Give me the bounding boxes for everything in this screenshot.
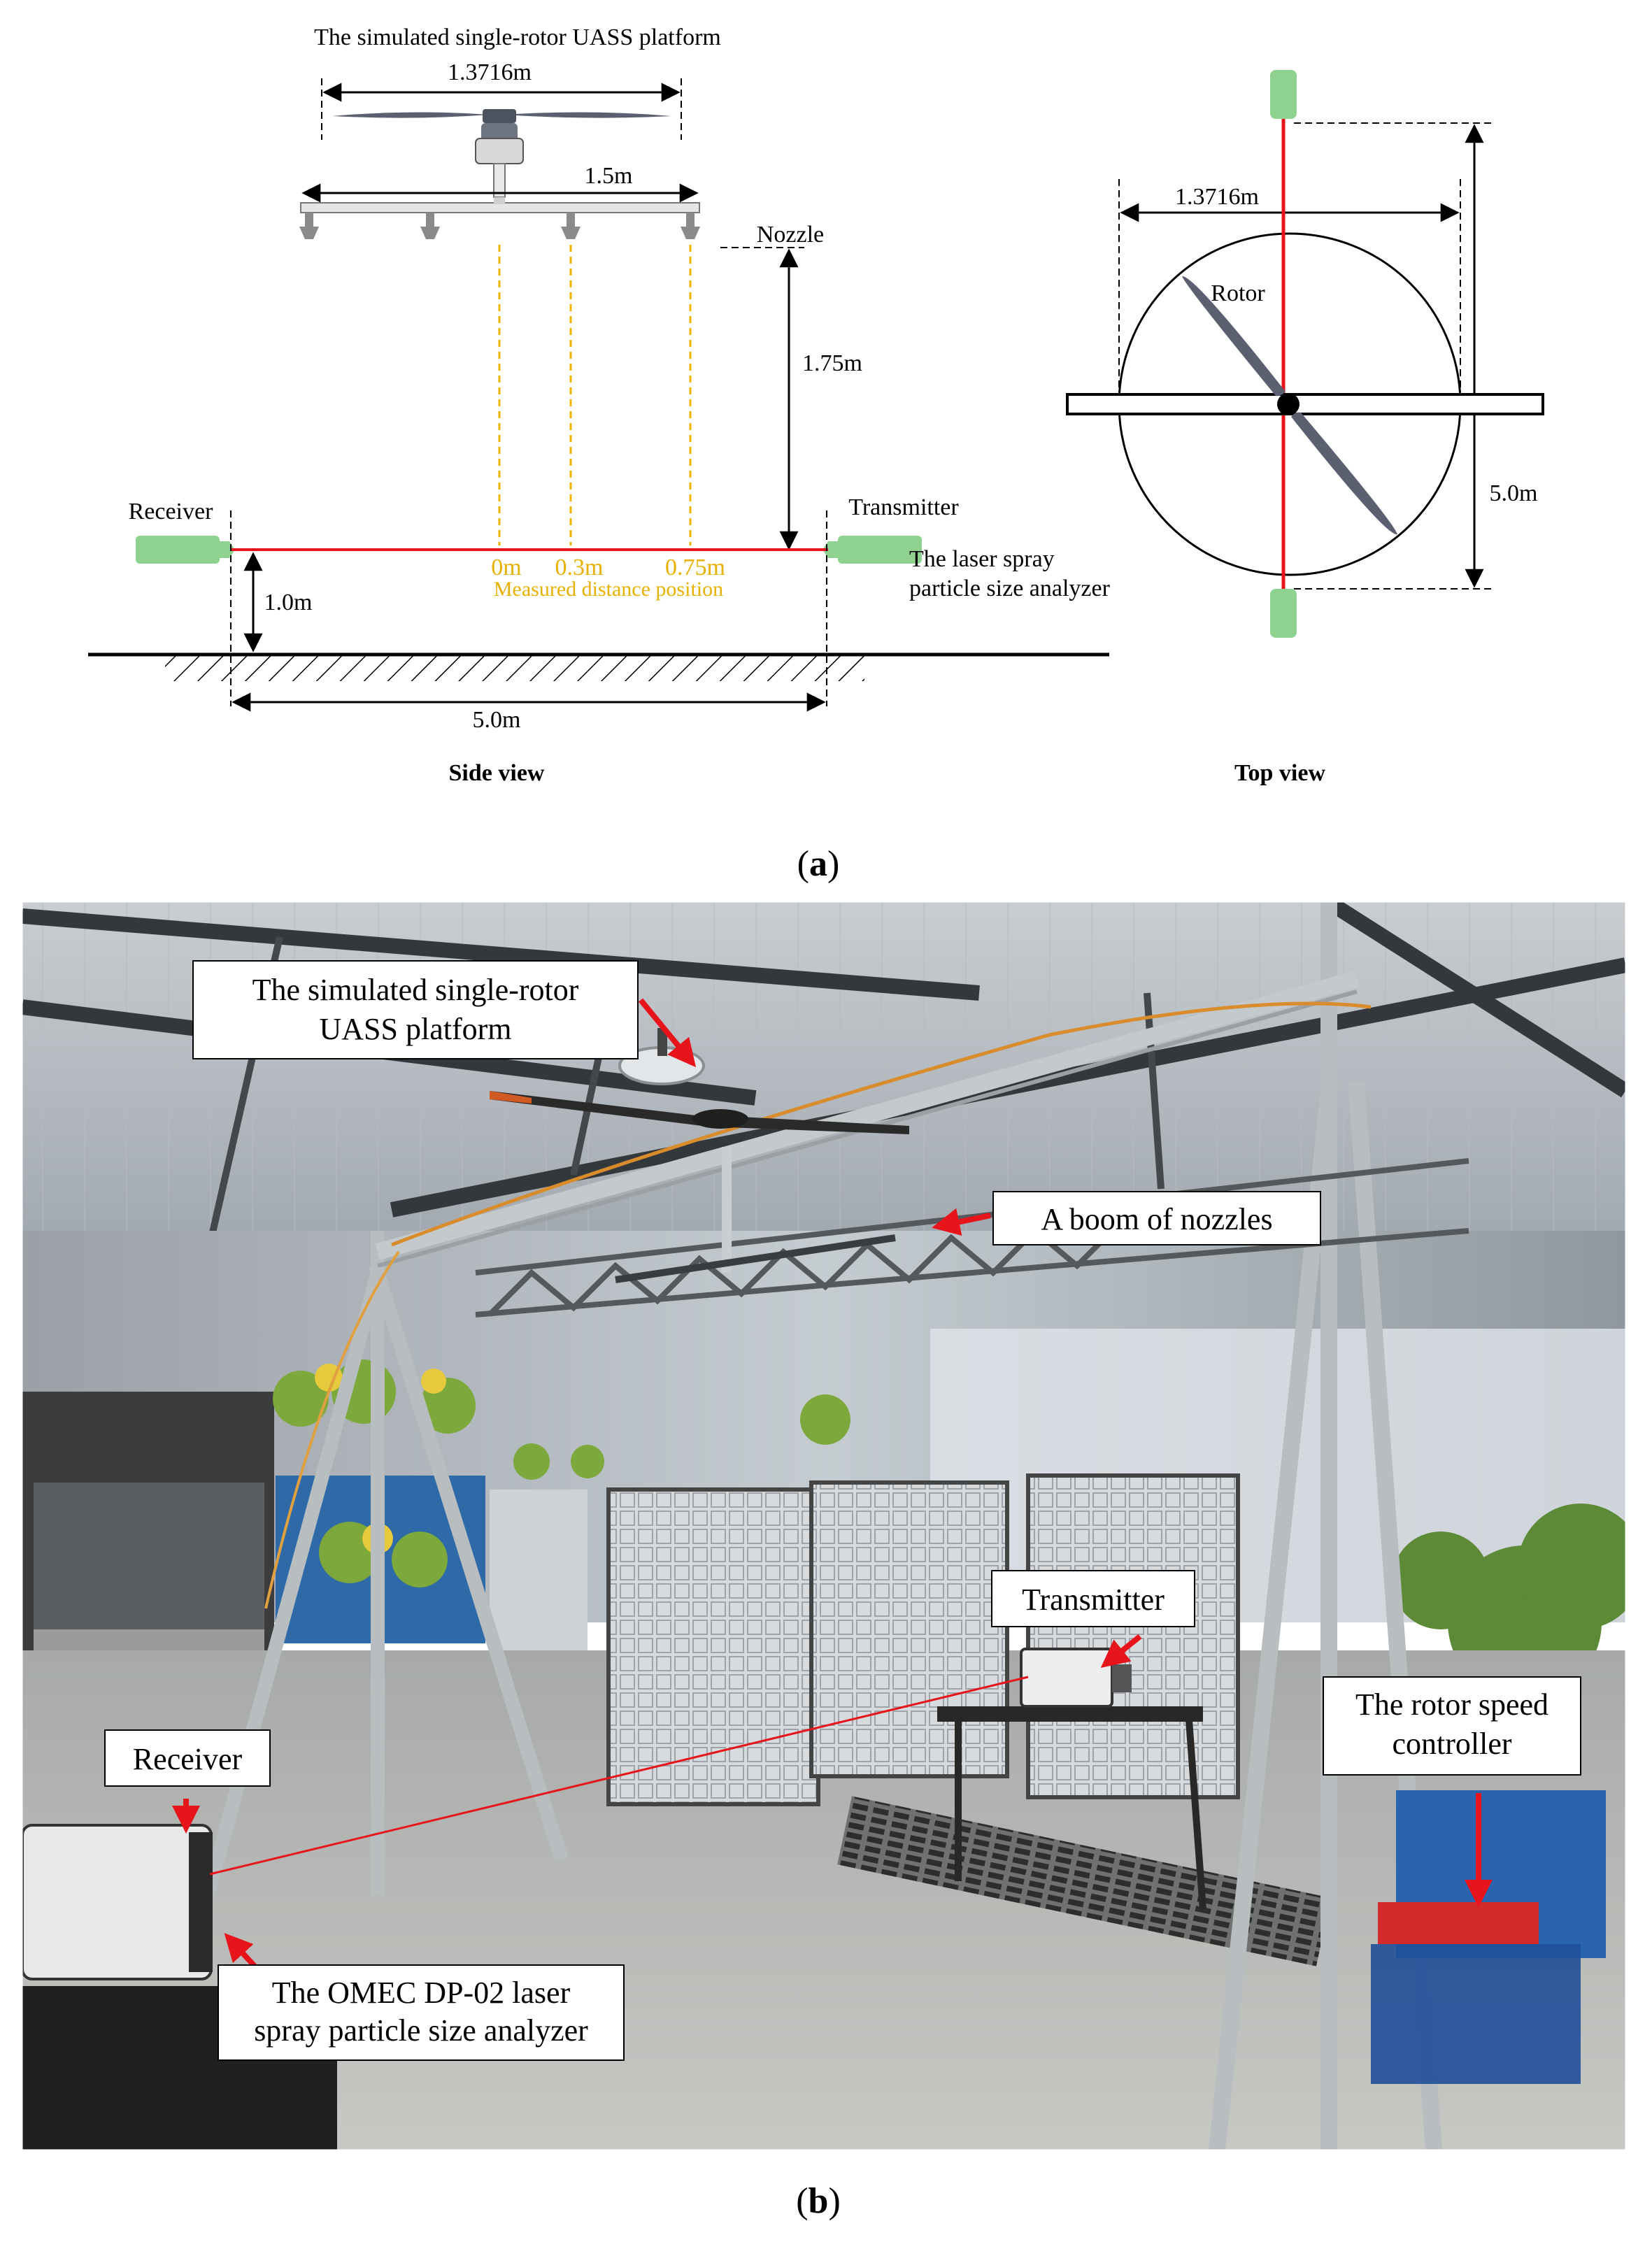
label-analyzer: The OMEC DP-02 laser spray particle size… (218, 1964, 625, 2061)
boom-length-label: 1.5m (585, 163, 633, 189)
laser-height-label: 1.0m (264, 590, 313, 615)
caption-a: (a) (797, 844, 840, 884)
receiver-device-side (136, 536, 220, 564)
nozzle-height-label: 1.75m (802, 350, 862, 376)
label-transmitter: Transmitter (991, 1570, 1195, 1627)
label-boom: A boom of nozzles (992, 1191, 1321, 1245)
photo-setup: The simulated single-rotor UASS platform… (22, 901, 1626, 2150)
propeller-top (1182, 276, 1397, 535)
receiver-label: Receiver (129, 499, 213, 524)
caption-b: (b) (796, 2181, 841, 2221)
svg-text:Receiver: Receiver (133, 1742, 243, 1776)
top-device-lower (1270, 589, 1297, 638)
analyzer-label-line2: particle size analyzer (909, 576, 1111, 601)
svg-text:The rotor speed: The rotor speed (1355, 1687, 1548, 1722)
svg-text:spray particle size analyzer: spray particle size analyzer (254, 2013, 588, 2048)
analyzer-label-line1: The laser spray (909, 546, 1055, 572)
side-view-diagram: The simulated single-rotor UASS platform… (88, 24, 1111, 786)
boom-top (1066, 393, 1544, 415)
top-rotor-span-label: 1.3716m (1175, 184, 1259, 210)
measurement-lines (498, 245, 692, 545)
svg-text:controller: controller (1392, 1727, 1511, 1761)
photo-receiver-device (22, 1824, 213, 1980)
svg-text:The OMEC DP-02 laser: The OMEC DP-02 laser (272, 1976, 571, 2010)
photo-laser-beam (209, 1676, 1029, 1876)
position-0m: 0m (491, 555, 521, 580)
rotor-label: Rotor (1211, 280, 1265, 306)
top-span-label: 5.0m (1490, 480, 1538, 506)
position-0-3m: 0.3m (555, 555, 604, 580)
top-view-diagram: 5.0m 1.3716m Rotor Top view (1066, 70, 1544, 786)
transmitter-label: Transmitter (848, 494, 959, 520)
svg-text:The simulated single-rotor: The simulated single-rotor (252, 973, 579, 1007)
label-controller: The rotor speed controller (1323, 1676, 1581, 1776)
photo-transmitter-device (1020, 1648, 1113, 1708)
span-label: 5.0m (473, 707, 521, 733)
top-device-upper (1270, 70, 1297, 119)
measured-position-label: Measured distance position (494, 578, 723, 601)
label-receiver: Receiver (104, 1729, 271, 1787)
transmitter-device-side (838, 536, 922, 564)
nozzle-label: Nozzle (757, 222, 824, 248)
nozzle-boom (299, 197, 700, 239)
platform-title: The simulated single-rotor UASS platform (314, 24, 721, 50)
side-view-title: Side view (449, 760, 545, 786)
top-view-title: Top view (1234, 760, 1326, 786)
svg-text:Transmitter: Transmitter (1022, 1583, 1165, 1617)
rotor-span-label: 1.3716m (448, 59, 532, 85)
svg-text:A boom of nozzles: A boom of nozzles (1041, 1202, 1272, 1236)
svg-text:UASS platform: UASS platform (320, 1012, 512, 1046)
label-platform: The simulated single-rotor UASS platform (192, 960, 639, 1059)
position-0-75m: 0.75m (665, 555, 725, 580)
